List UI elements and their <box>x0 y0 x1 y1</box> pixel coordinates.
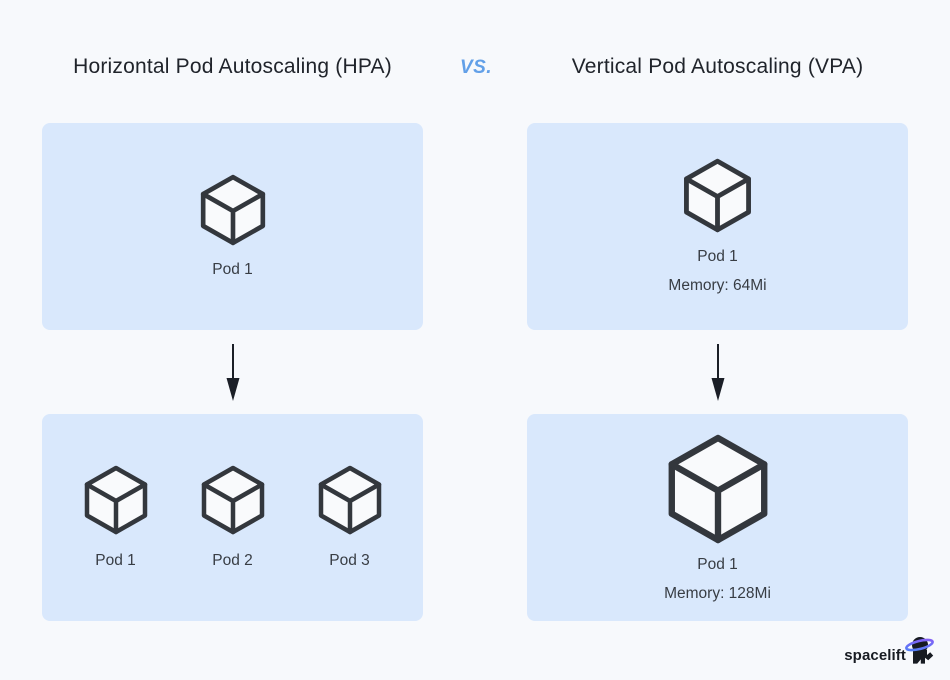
pod-label: Pod 1 <box>697 555 738 573</box>
vpa-single-pod-panel: Pod 1 Memory: 64Mi <box>527 123 908 330</box>
vs-label: VS. <box>459 57 493 78</box>
cube-icon <box>668 434 767 543</box>
cube-icon <box>684 158 751 233</box>
hpa-title: Horizontal Pod Autoscaling (HPA) <box>73 55 392 78</box>
hpa-scaled-pods-panel: Pod 1 Pod 2 Pod 3 <box>42 414 423 621</box>
cube-icon <box>200 174 265 246</box>
pod-label: Pod 3 <box>329 552 370 569</box>
cube-icon <box>201 465 264 535</box>
pod-item: Pod 3 <box>318 465 382 570</box>
pod-item: Pod 1 <box>84 465 148 570</box>
pod-label: Pod 1 <box>212 261 253 278</box>
arrow-down-icon <box>226 344 240 401</box>
pod-item: Pod 1 Memory: 128Mi <box>664 433 771 603</box>
pod-memory-label: Memory: 64Mi <box>668 277 767 294</box>
vpa-scaled-pod-panel: Pod 1 Memory: 128Mi <box>527 414 908 621</box>
pod-label: Pod 2 <box>212 552 253 569</box>
cube-icon <box>84 465 147 535</box>
pod-row: Pod 1 Pod 2 Pod 3 <box>84 465 382 570</box>
spacelift-logo: spacelift <box>844 635 937 667</box>
pod-item: Pod 2 <box>201 465 265 570</box>
arrow-down-icon <box>711 344 725 401</box>
pod-item: Pod 1 <box>200 174 266 279</box>
cube-icon <box>318 465 381 535</box>
pod-item: Pod 1 Memory: 64Mi <box>668 158 767 295</box>
hpa-single-pod-panel: Pod 1 <box>42 123 423 330</box>
pod-label: Pod 1 <box>697 248 738 265</box>
spacelift-logo-text: spacelift <box>844 647 906 664</box>
pod-memory-label: Memory: 128Mi <box>664 584 771 602</box>
astronaut-ring-icon <box>905 637 934 664</box>
vpa-title: Vertical Pod Autoscaling (VPA) <box>571 55 864 78</box>
pod-label: Pod 1 <box>95 552 136 569</box>
